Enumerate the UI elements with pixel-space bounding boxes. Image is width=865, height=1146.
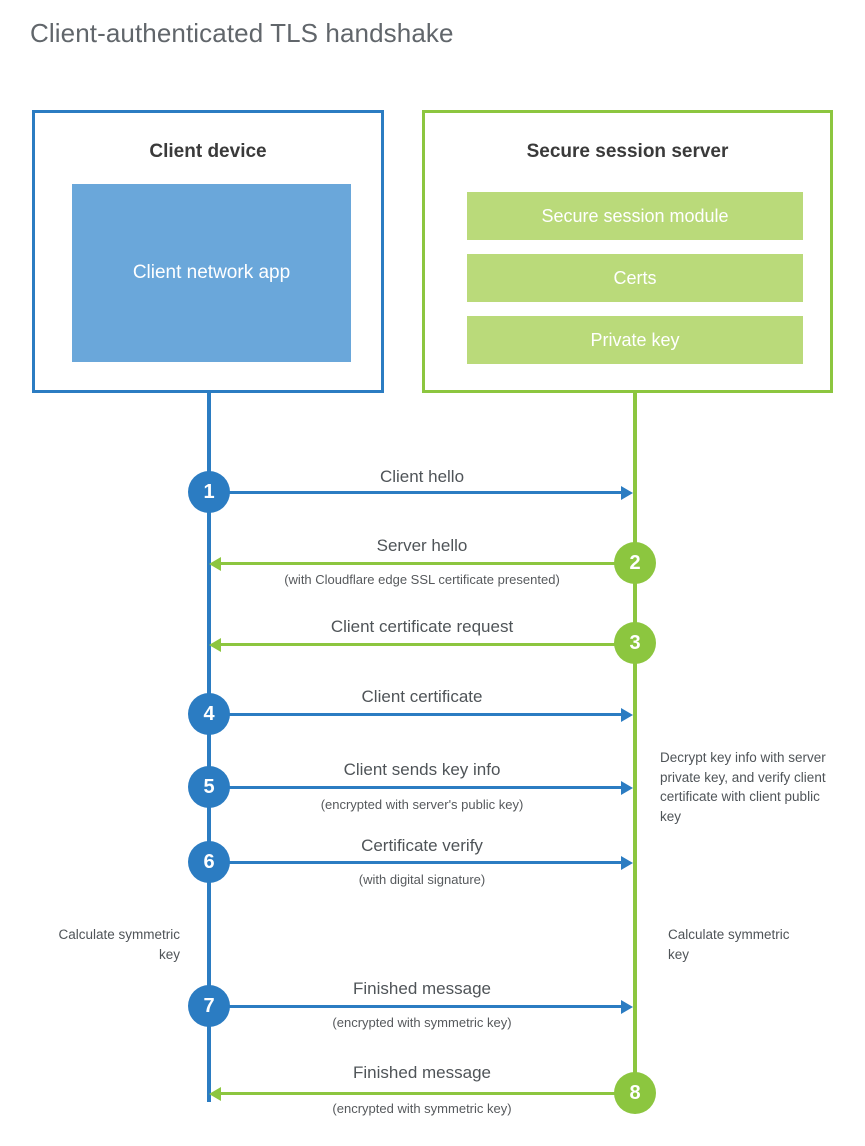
secure-session-server-title: Secure session server <box>526 141 729 162</box>
step-2-arrow-head <box>209 556 221 571</box>
step-3-circle: 3 <box>614 622 656 664</box>
step-2-arrow-line <box>221 562 635 565</box>
step-6-label: Certificate verify <box>361 836 483 855</box>
server-component-secure-session-module: Secure session module <box>467 192 803 240</box>
step-4-label: Client certificate <box>361 687 483 706</box>
step-5-arrow-head <box>621 780 633 795</box>
server-component-certs: Certs <box>467 254 803 302</box>
client-network-app-block: Client network app <box>72 184 351 362</box>
step-3-arrow-line <box>221 643 635 646</box>
page-title: Client-authenticated TLS handshake <box>30 18 454 48</box>
step-8-circle: 8 <box>614 1072 656 1114</box>
step-6-arrow-line <box>209 861 623 864</box>
server-decrypt-annotation: Decrypt key info with server private key… <box>660 750 826 824</box>
step-5-label: Client sends key info <box>343 760 501 779</box>
client-device-box: Client device Client network app <box>32 110 384 393</box>
step-7-circle: 7 <box>188 985 230 1027</box>
server-component-private-key: Private key <box>467 316 803 364</box>
step-5-sublabel: (encrypted with server's public key) <box>320 797 524 812</box>
step-5-arrow-line <box>209 786 623 789</box>
client-device-title: Client device <box>149 141 267 162</box>
step-1-circle: 1 <box>188 471 230 513</box>
server-component-stack: Secure session module Certs Private key <box>467 192 803 364</box>
step-8-arrow-line <box>221 1092 635 1095</box>
step-1-arrow-line <box>209 491 623 494</box>
step-1-label: Client hello <box>379 467 465 486</box>
step-6-sublabel: (with digital signature) <box>358 872 486 887</box>
step-7-label: Finished message <box>353 979 491 998</box>
step-4-circle: 4 <box>188 693 230 735</box>
step-6-arrow-head <box>621 855 633 870</box>
step-6-circle: 6 <box>188 841 230 883</box>
step-1-arrow-head <box>621 485 633 500</box>
step-8-sublabel: (encrypted with symmetric key) <box>332 1101 512 1116</box>
step-2-sublabel: (with Cloudflare edge SSL certificate pr… <box>284 572 560 587</box>
step-7-sublabel: (encrypted with symmetric key) <box>332 1015 512 1030</box>
secure-session-server-box: Secure session server Secure session mod… <box>422 110 833 393</box>
step-5-circle: 5 <box>188 766 230 808</box>
step-8-arrow-head <box>209 1086 221 1101</box>
step-7-arrow-line <box>209 1005 623 1008</box>
step-8-label: Finished message <box>353 1063 491 1082</box>
step-2-label: Server hello <box>376 536 468 555</box>
client-calculate-symmetric-key-annotation: Calculate symmetric key <box>58 927 180 962</box>
step-4-arrow-line <box>209 713 623 716</box>
step-3-arrow-head <box>209 637 221 652</box>
server-lifeline <box>633 393 637 1094</box>
step-3-label: Client certificate request <box>330 617 514 636</box>
step-4-arrow-head <box>621 707 633 722</box>
step-2-circle: 2 <box>614 542 656 584</box>
step-7-arrow-head <box>621 999 633 1014</box>
server-calculate-symmetric-key-annotation: Calculate symmetric key <box>668 927 790 962</box>
client-lifeline <box>207 393 211 1102</box>
